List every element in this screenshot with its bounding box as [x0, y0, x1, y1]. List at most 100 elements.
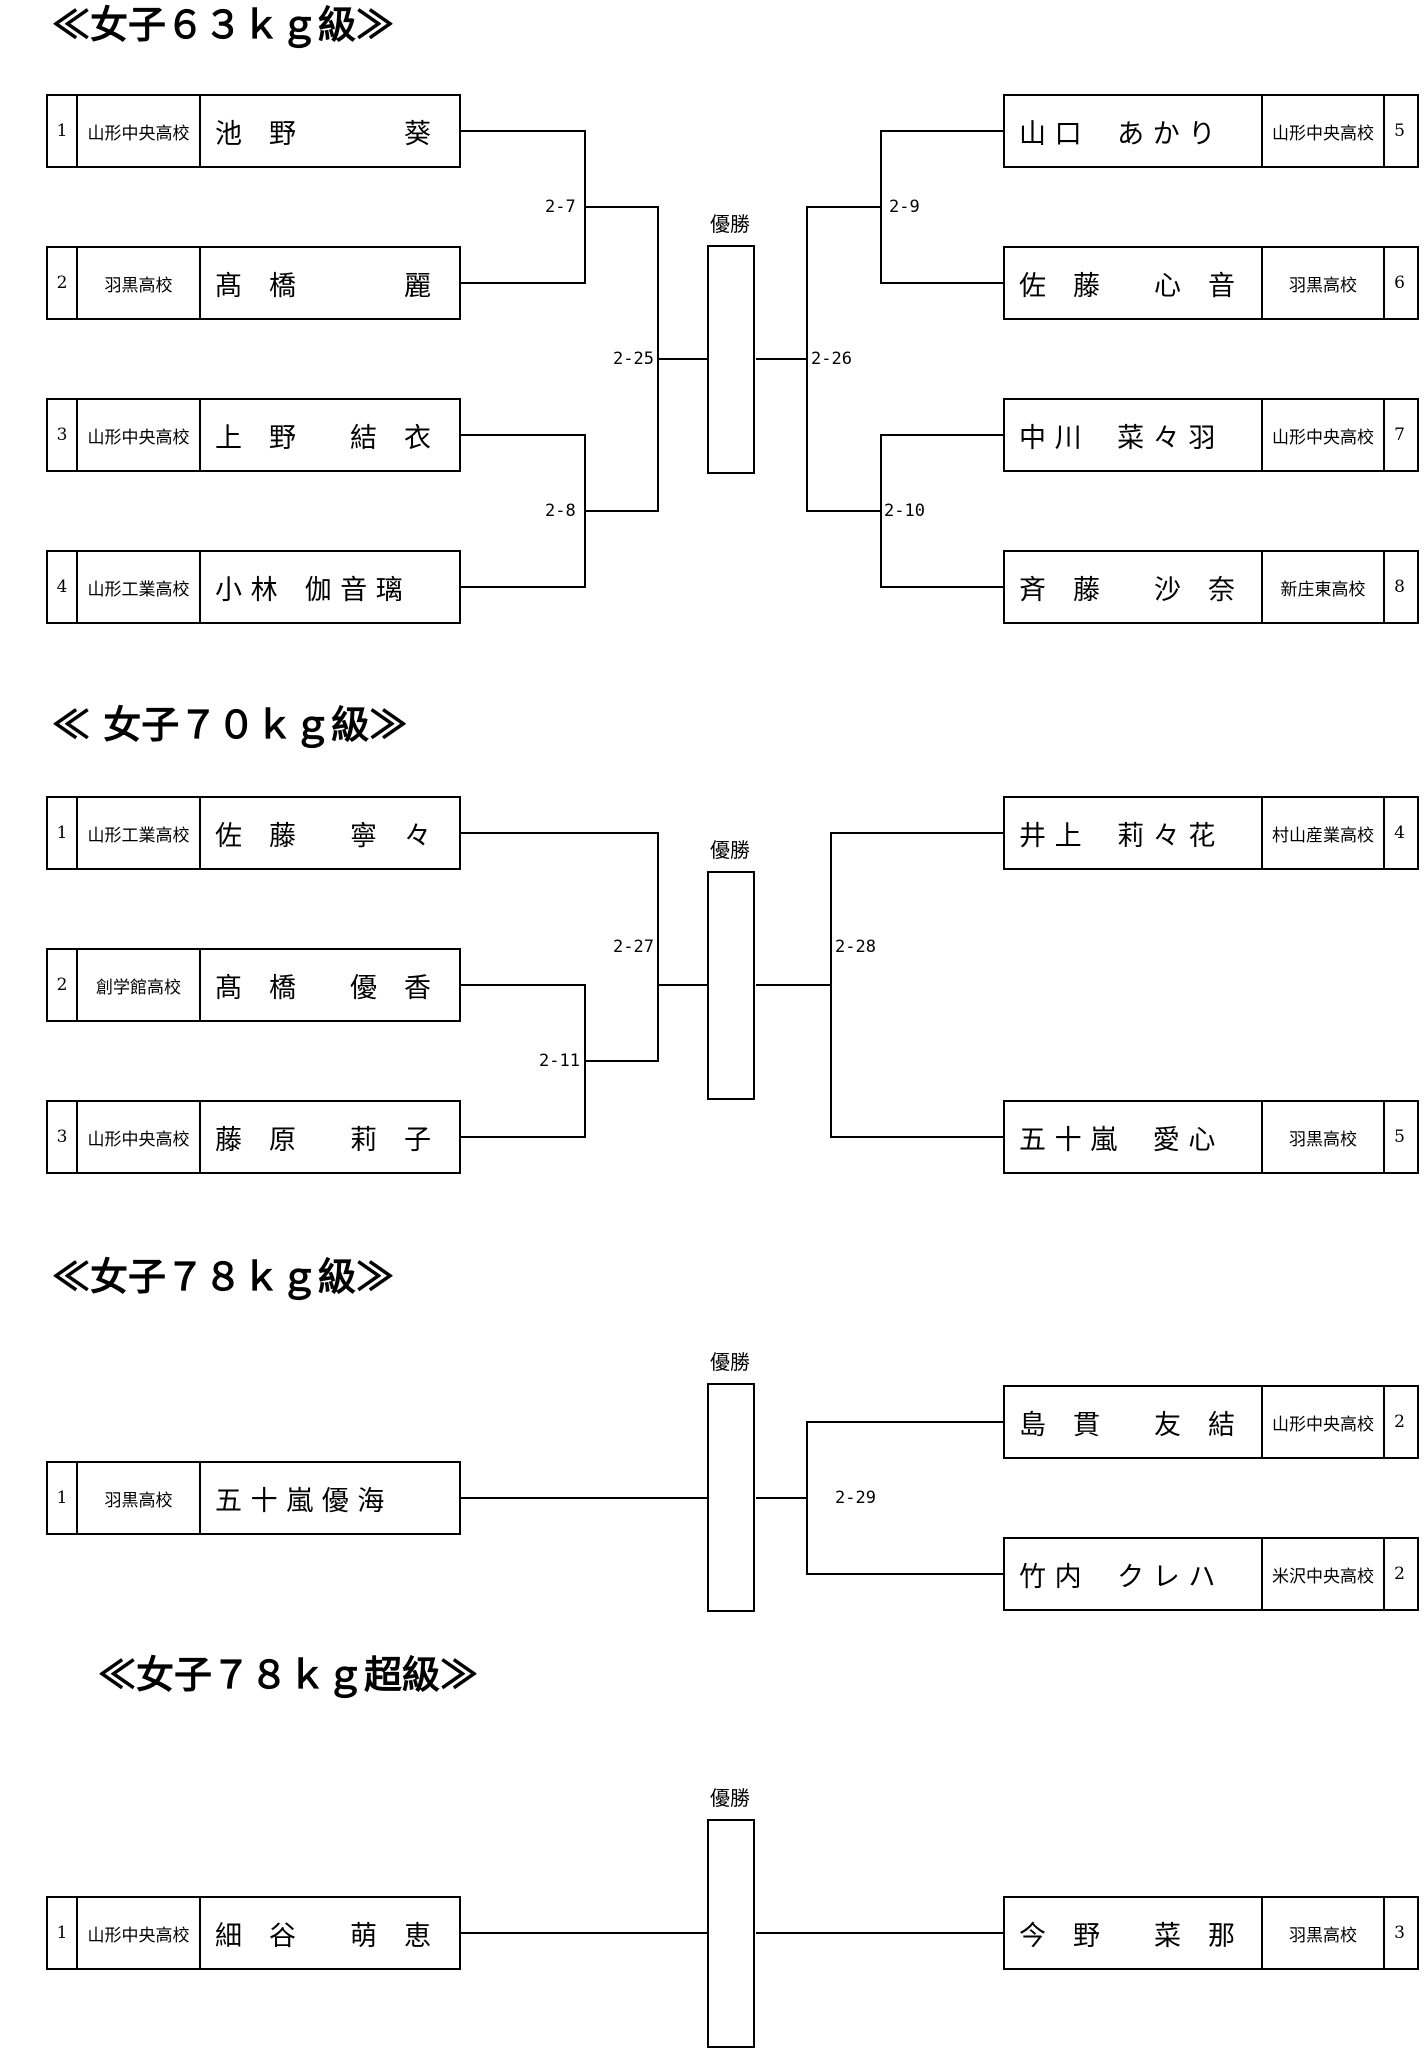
seed-number: 3 — [48, 400, 78, 470]
school-name: 山形中央高校 — [78, 1102, 201, 1172]
seed-number: 7 — [1394, 425, 1405, 445]
athlete-name: 髙 橋 麗 — [215, 270, 431, 302]
bracket-line — [756, 358, 808, 360]
winner-box — [707, 871, 755, 1100]
entry-63-right-1: 山 口 あ か り 山形中央高校 5 — [1003, 94, 1419, 168]
school-name: 山形中央高校 — [1263, 400, 1385, 470]
bracket-line — [756, 1497, 808, 1499]
school-name: 山形中央高校 — [1263, 96, 1385, 166]
athlete-name: 井 上 莉 々 花 — [1005, 798, 1263, 868]
match-number: 2-27 — [613, 937, 654, 957]
bracket-line — [461, 832, 659, 834]
bracket-line — [657, 358, 708, 360]
entry-78p-left-1: 1 山形中央高校 細 谷 萌 恵 — [46, 1896, 461, 1970]
match-number: 2-10 — [884, 501, 925, 521]
category-title-70kg: ≪ 女子７０ｋｇ級≫ — [52, 702, 408, 747]
winner-label: 優勝 — [710, 1350, 750, 1374]
category-title-63kg: ≪女子６３ｋｇ級≫ — [52, 2, 395, 47]
athlete-name: 池 野 葵 — [215, 118, 431, 150]
entry-78-right-1: 島 貫 友 結 山形中央高校 2 — [1003, 1385, 1419, 1459]
athlete-name: 上 野 結 衣 — [215, 422, 431, 454]
winner-box — [707, 1383, 755, 1612]
school-name: 羽黒高校 — [1263, 1102, 1385, 1172]
athlete-name: 今 野 菜 那 — [1005, 1898, 1263, 1968]
athlete-name: 山 口 あ か り — [1005, 96, 1263, 166]
athlete-name: 竹 内 ク レ ハ — [1005, 1539, 1263, 1609]
athlete-name: 五 十 嵐 愛 心 — [1005, 1102, 1263, 1172]
bracket-line — [830, 1136, 1004, 1138]
bracket-line — [461, 586, 585, 588]
entry-63-right-4: 斉 藤 沙 奈 新庄東高校 8 — [1003, 550, 1419, 624]
athlete-name: 中 川 菜 々 羽 — [1005, 400, 1263, 470]
school-name: 山形中央高校 — [78, 96, 201, 166]
school-name: 山形工業高校 — [78, 552, 201, 622]
seed-number: 2 — [1394, 1564, 1405, 1584]
school-name: 村山産業高校 — [1263, 798, 1385, 868]
athlete-name: 髙 橋 優 香 — [215, 972, 431, 1004]
bracket-line — [584, 510, 658, 512]
match-number: 2-11 — [539, 1051, 580, 1071]
school-name: 羽黒高校 — [1263, 1898, 1385, 1968]
seed-number: 5 — [1394, 1127, 1405, 1147]
entry-70-left-3: 3 山形中央高校 藤 原 莉 子 — [46, 1100, 461, 1174]
school-name: 羽黒高校 — [78, 248, 201, 318]
entry-63-left-3: 3 山形中央高校 上 野 結 衣 — [46, 398, 461, 472]
seed-number: 1 — [48, 1463, 78, 1533]
seed-number: 2 — [48, 950, 78, 1020]
match-number: 2-28 — [835, 937, 876, 957]
match-number: 2-8 — [545, 501, 576, 521]
bracket-line — [461, 1497, 708, 1499]
seed-number: 6 — [1394, 273, 1405, 293]
athlete-name: 斉 藤 沙 奈 — [1005, 552, 1263, 622]
entry-78-left-1: 1 羽黒高校 五 十 嵐 優 海 — [46, 1461, 461, 1535]
entry-78p-right-1: 今 野 菜 那 羽黒高校 3 — [1003, 1896, 1419, 1970]
bracket-line — [657, 984, 708, 986]
school-name: 米沢中央高校 — [1263, 1539, 1385, 1609]
bracket-line — [461, 434, 585, 436]
entry-63-right-3: 中 川 菜 々 羽 山形中央高校 7 — [1003, 398, 1419, 472]
seed-number: 4 — [48, 552, 78, 622]
entry-70-left-1: 1 山形工業高校 佐 藤 寧 々 — [46, 796, 461, 870]
category-title-78kg: ≪女子７８ｋｇ級≫ — [52, 1254, 395, 1299]
bracket-line — [880, 434, 1004, 436]
seed-number: 1 — [48, 798, 78, 868]
match-number: 2-26 — [811, 349, 852, 369]
bracket-line — [880, 586, 1004, 588]
bracket-line — [584, 1060, 658, 1062]
school-name: 羽黒高校 — [78, 1463, 201, 1533]
bracket-line — [756, 984, 832, 986]
bracket-line — [657, 832, 659, 1062]
match-number: 2-7 — [545, 197, 576, 217]
bracket-line — [756, 1932, 1004, 1934]
school-name: 創学館高校 — [78, 950, 201, 1020]
entry-78-right-2: 竹 内 ク レ ハ 米沢中央高校 2 — [1003, 1537, 1419, 1611]
category-title-78kg-plus: ≪女子７８ｋｇ超級≫ — [98, 1652, 479, 1697]
bracket-line — [806, 1573, 1004, 1575]
bracket-line — [880, 130, 1004, 132]
winner-box — [707, 1819, 755, 2048]
bracket-line — [461, 1136, 585, 1138]
bracket-line — [461, 1932, 708, 1934]
school-name: 山形工業高校 — [78, 798, 201, 868]
winner-label: 優勝 — [710, 212, 750, 236]
school-name: 山形中央高校 — [78, 400, 201, 470]
bracket-line — [806, 206, 882, 208]
athlete-name: 島 貫 友 結 — [1005, 1387, 1263, 1457]
seed-number: 1 — [48, 1898, 78, 1968]
athlete-name: 五 十 嵐 優 海 — [215, 1485, 385, 1517]
entry-70-right-1: 井 上 莉 々 花 村山産業高校 4 — [1003, 796, 1419, 870]
bracket-line — [830, 832, 1004, 834]
bracket-line — [584, 206, 658, 208]
match-number: 2-29 — [835, 1488, 876, 1508]
seed-number: 2 — [1394, 1412, 1405, 1432]
seed-number: 4 — [1394, 823, 1405, 843]
bracket-line — [461, 984, 585, 986]
school-name: 羽黒高校 — [1263, 248, 1385, 318]
athlete-name: 小 林 伽 音 璃 — [215, 574, 403, 606]
bracket-line — [806, 510, 882, 512]
entry-63-right-2: 佐 藤 心 音 羽黒高校 6 — [1003, 246, 1419, 320]
athlete-name: 細 谷 萌 恵 — [215, 1920, 431, 1952]
match-number: 2-9 — [889, 197, 920, 217]
winner-label: 優勝 — [710, 838, 750, 862]
seed-number: 3 — [48, 1102, 78, 1172]
